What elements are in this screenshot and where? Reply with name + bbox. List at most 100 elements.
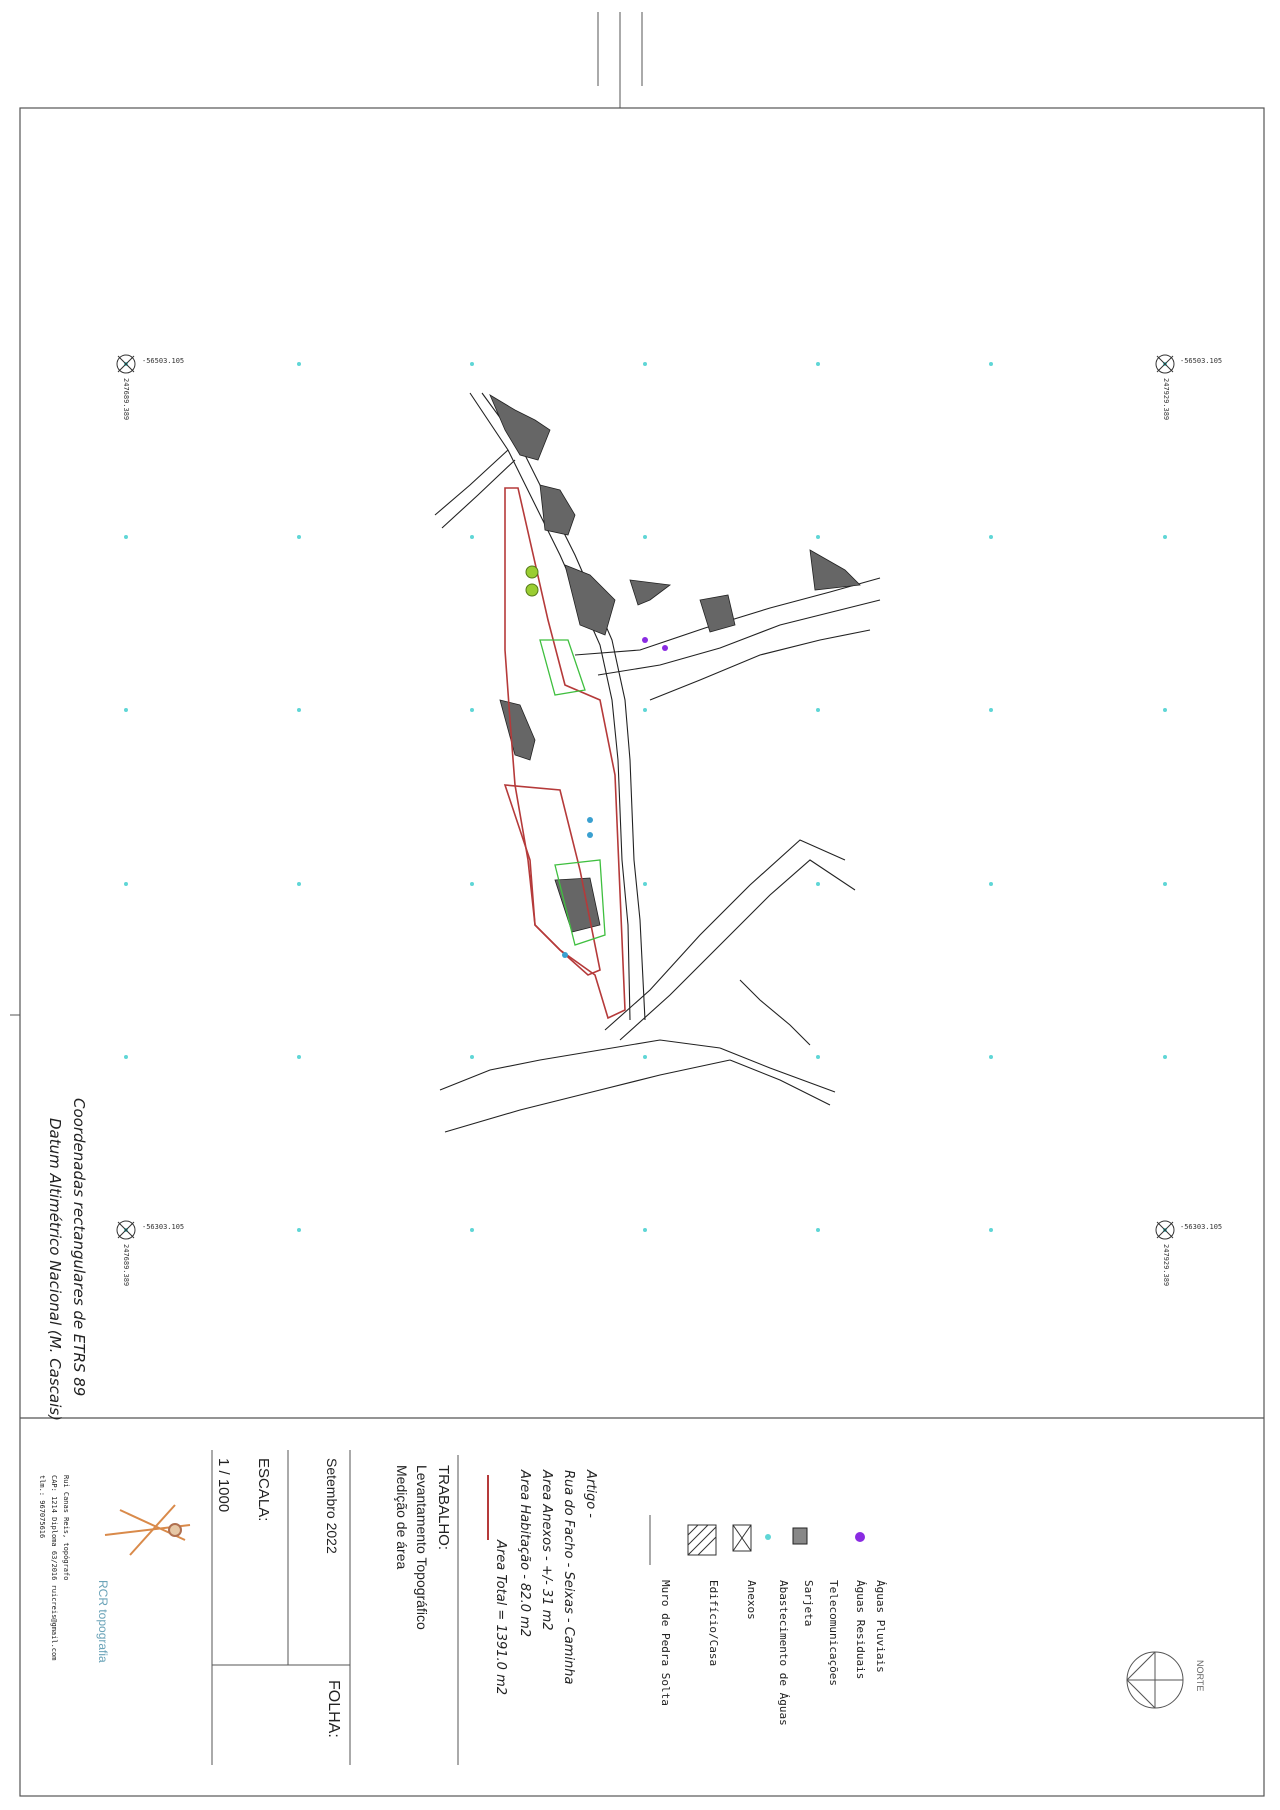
brand-name: RCR topografia [96, 1580, 110, 1663]
brand-logo [104, 1504, 191, 1556]
info-housing-area: Area Habitação - 82.0 m2 [517, 1470, 532, 1638]
grid-dot [1163, 708, 1167, 712]
author-line-2: CAP: 1214 Diploma 63/2016 ruicreis@gmail… [50, 1475, 58, 1661]
annex-1 [539, 639, 586, 696]
parcel-north [504, 487, 626, 1020]
grid-dot [470, 1055, 474, 1059]
grid-dot [297, 362, 301, 366]
coord-label: 247689.389 [122, 1244, 130, 1287]
grid-dot [297, 535, 301, 539]
sheet-frame [19, 107, 1265, 1797]
coord-label: -56303.105 [142, 1223, 185, 1231]
grid-dot [989, 882, 993, 886]
legend-label: Edifício/Casa [707, 1580, 720, 1667]
building-7 [499, 699, 536, 761]
road-southeast-b [719, 1047, 836, 1093]
road-southwest-b [444, 1059, 731, 1133]
grid-dot [643, 708, 647, 712]
utility-points [525, 565, 668, 958]
info-total-area: Area Total = 1391.0 m2 [493, 1540, 508, 1696]
parcel-boundary [503, 487, 626, 1020]
grid-dot [1163, 535, 1167, 539]
grid-dot [816, 882, 820, 886]
grid-dot [816, 362, 820, 366]
road-diagonal-south-b [619, 859, 856, 1041]
grid-dot [470, 535, 474, 539]
hatched-box-icon [687, 1524, 717, 1556]
grid-dot [989, 708, 993, 712]
title-block-lines [211, 1450, 459, 1765]
datum-line-1: Coordenadas rectangulares de ETRS 89 [70, 1098, 88, 1397]
grid-dot [470, 708, 474, 712]
grid-dot [297, 1055, 301, 1059]
grid-dot [1163, 882, 1167, 886]
grid-dot [643, 1228, 647, 1232]
rain-water-icon [662, 645, 668, 651]
grid-dot [470, 362, 474, 366]
tree-icon [525, 583, 539, 597]
author-line-1: Rui Canas Reis, topógrafo [62, 1475, 70, 1581]
grid-dot [989, 362, 993, 366]
grid-dot [643, 535, 647, 539]
road-northwest-branch [434, 449, 509, 516]
parcel-south [503, 784, 601, 976]
road-east-inner [649, 629, 871, 701]
purple-dot-icon [855, 1532, 865, 1542]
grid-dot [816, 708, 820, 712]
building-3 [564, 564, 616, 636]
grid-dot [643, 362, 647, 366]
north-arrow [1126, 1651, 1184, 1709]
road-loop [739, 979, 811, 1046]
annex-lines [539, 639, 606, 946]
legend-label: Águas Residuais [854, 1580, 867, 1680]
coord-label: 247689.389 [122, 378, 130, 421]
building-house-main [554, 877, 601, 933]
water-point-icon [562, 952, 568, 958]
binding-marks [10, 12, 643, 1016]
road-north-edge-a [469, 392, 631, 1021]
annex-2 [554, 859, 606, 946]
coord-label: 247929.389 [1162, 378, 1170, 421]
grid-dot [643, 1055, 647, 1059]
buildings [489, 394, 861, 933]
road-east-upper [574, 577, 881, 656]
road-north-edge-b [481, 392, 646, 1021]
grid-dot [470, 882, 474, 886]
grid-dot [816, 1228, 820, 1232]
scale-value: 1 / 1000 [215, 1458, 232, 1513]
box-icon [792, 1527, 808, 1545]
grid-dot [989, 1055, 993, 1059]
grid-dots [124, 362, 1167, 1232]
legend-label: Muro de Pedra Solta [659, 1580, 672, 1706]
cyan-dot-icon [765, 1534, 771, 1540]
coord-marker-top-left [116, 354, 136, 374]
datum-line-2: Datum Altimétrico Nacional (M. Cascais) [46, 1118, 64, 1421]
building-2 [539, 484, 576, 536]
legend-symbols [487, 1475, 865, 1565]
date-value: Setembro 2022 [324, 1458, 340, 1554]
water-point-icon [587, 832, 593, 838]
grid-dot [643, 882, 647, 886]
grid-dot [470, 1228, 474, 1232]
roads [434, 392, 881, 1133]
grid-dot [124, 1055, 128, 1059]
coord-label: -56503.105 [1180, 357, 1223, 365]
legend-label: Águas Pluviais [874, 1580, 887, 1673]
info-location: Rua do Facho - Seixas - Caminha [561, 1470, 576, 1685]
road-northwest-branch-b [441, 459, 516, 529]
building-5 [699, 594, 736, 633]
info-annex-area: Area Anexos - +/- 31 m2 [539, 1470, 554, 1631]
scale-label: ESCALA: [255, 1458, 272, 1522]
road-southeast [729, 1059, 831, 1106]
grid-dot [297, 1228, 301, 1232]
work-label: TRABALHO: [435, 1465, 452, 1551]
work-line-1: Levantamento Topográfico [414, 1465, 430, 1630]
author-line-3: tlm.: 967075616 [38, 1475, 46, 1539]
building-1 [489, 394, 551, 461]
coord-marker-bottom-right [1155, 1220, 1175, 1240]
legend-label: Abastecimento de Águas [777, 1580, 790, 1726]
legend-label: Anexos [745, 1580, 758, 1620]
road-east-lower [597, 599, 881, 676]
crossed-box-icon [732, 1524, 752, 1552]
